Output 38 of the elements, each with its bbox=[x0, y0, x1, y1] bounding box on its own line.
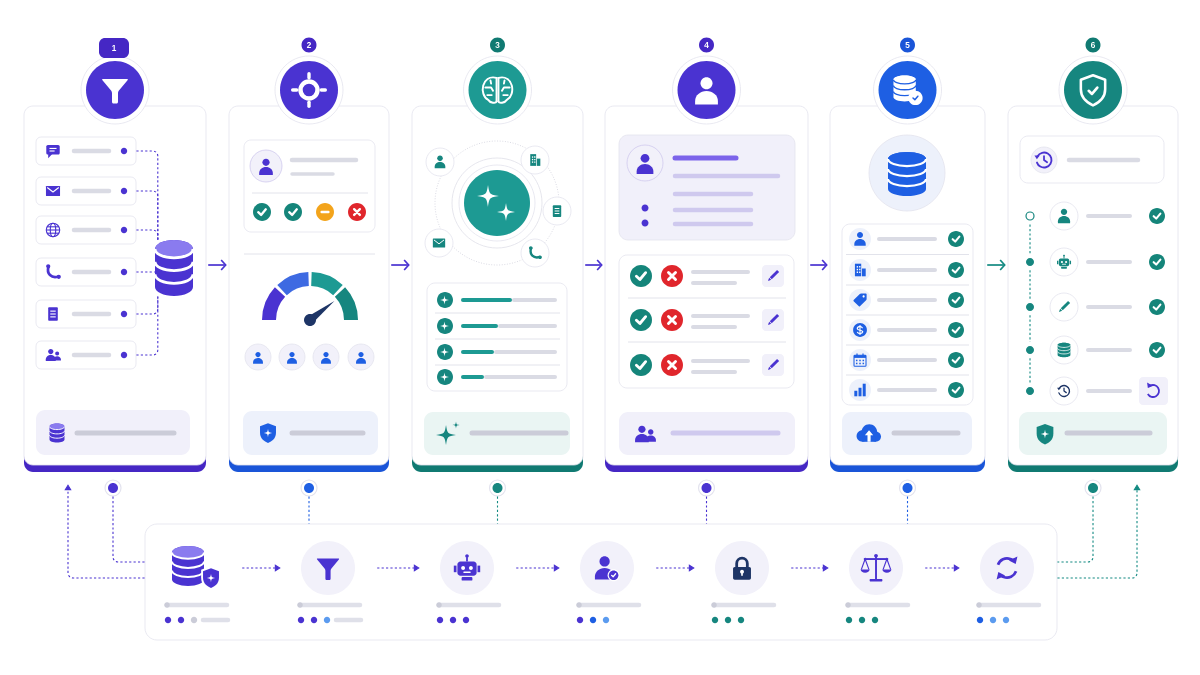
connector-dot bbox=[104, 479, 122, 497]
number-badge: 6 bbox=[1085, 37, 1101, 53]
dotted-line bbox=[308, 496, 310, 525]
dotted-line bbox=[1056, 496, 1094, 563]
number-badge: 3 bbox=[490, 37, 505, 53]
connector-dot bbox=[300, 479, 318, 497]
dotted-line bbox=[705, 496, 708, 525]
connector-dot bbox=[898, 479, 917, 497]
robot-icon bbox=[440, 541, 494, 595]
dotted-arrow bbox=[241, 564, 281, 572]
filter-icon bbox=[301, 541, 355, 595]
number-badge: 4 bbox=[699, 37, 714, 53]
lock-icon bbox=[715, 541, 769, 595]
dotted-arrow bbox=[515, 564, 560, 572]
number-badge: 5 bbox=[900, 37, 915, 53]
dotted-line bbox=[112, 496, 146, 563]
dotted-arrow bbox=[1056, 484, 1141, 579]
dotted-arrow bbox=[655, 564, 695, 572]
connector-dot bbox=[1084, 479, 1102, 497]
arrow bbox=[809, 259, 828, 271]
arrow bbox=[390, 259, 410, 271]
connector-dot bbox=[697, 479, 716, 497]
arrow bbox=[584, 259, 603, 271]
database-shield-icon bbox=[171, 546, 221, 591]
person-check-icon bbox=[580, 541, 634, 595]
arrow bbox=[207, 259, 227, 271]
dotted-line bbox=[496, 496, 499, 525]
dotted-arrow bbox=[924, 564, 960, 572]
refresh-icon bbox=[980, 541, 1034, 595]
number-badge: 2 bbox=[301, 37, 317, 53]
number-badge: 1 bbox=[99, 38, 129, 58]
dotted-arrow bbox=[64, 484, 146, 579]
arrow bbox=[986, 259, 1006, 271]
scales-icon bbox=[849, 541, 903, 595]
dotted-line bbox=[906, 496, 909, 525]
dotted-arrow bbox=[376, 564, 420, 572]
dotted-arrow bbox=[790, 564, 829, 572]
connector-dot bbox=[488, 479, 507, 497]
